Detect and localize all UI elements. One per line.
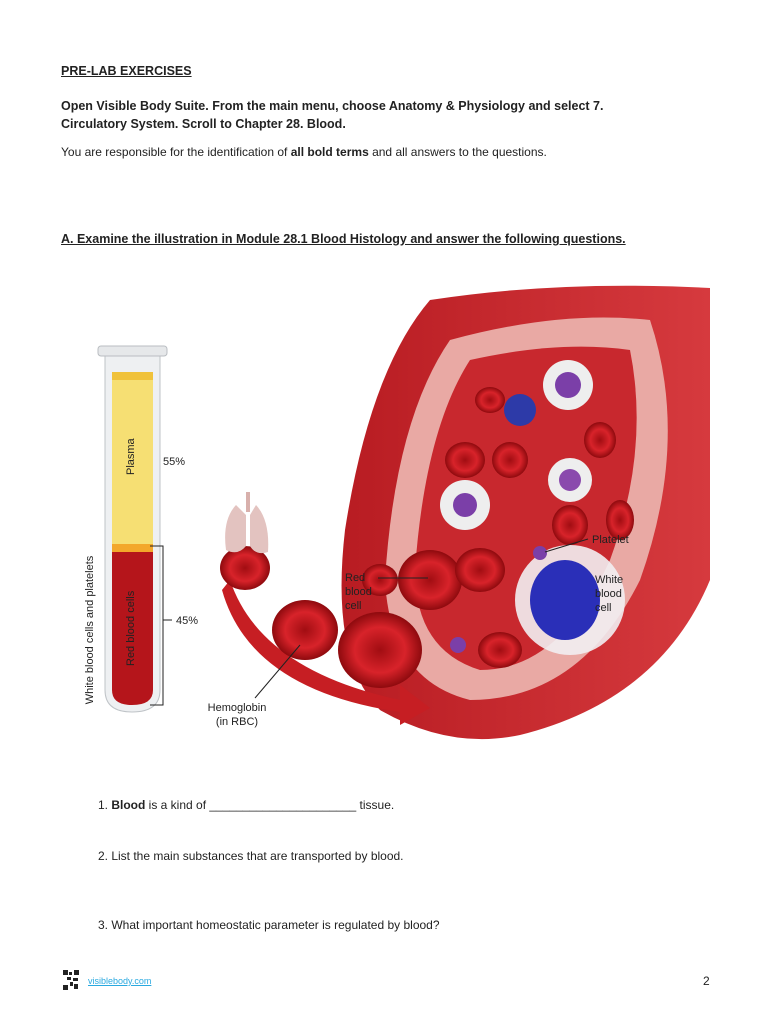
blood-vessel-image (220, 285, 710, 740)
label-red-blood-cells: Red blood cells (125, 590, 137, 666)
responsibility-note: You are responsible for the identificati… (61, 145, 547, 159)
visiblebody-link[interactable]: visiblebody.com (88, 976, 152, 986)
note-text-end: and all answers to the questions. (368, 145, 547, 159)
label-hemoglobin-2: (in RBC) (216, 716, 258, 728)
page-number: 2 (703, 974, 710, 988)
qr-code-icon (63, 970, 79, 990)
note-bold: all bold terms (290, 145, 369, 159)
intro-instructions: Open Visible Body Suite. From the main m… (61, 97, 603, 133)
label-rbc-percent: 45% (176, 615, 198, 627)
question-1: 1. Blood is a kind of __________________… (98, 798, 394, 812)
label-plasma: Plasma (125, 437, 137, 475)
q1-bold: Blood (111, 798, 146, 812)
page-heading: PRE-LAB EXERCISES (61, 64, 192, 78)
label-platelet: Platelet (592, 534, 629, 546)
question-3: 3. What important homeostatic parameter … (98, 918, 440, 932)
note-text: You are responsible for the identificati… (61, 145, 291, 159)
label-hemoglobin-1: Hemoglobin (208, 702, 267, 714)
q1-text: is a kind of ______________________ tiss… (145, 798, 395, 812)
section-a-heading: A. Examine the illustration in Module 28… (61, 232, 626, 246)
intro-line-1: Open Visible Body Suite. From the main m… (61, 99, 604, 113)
lungs-icon (225, 492, 269, 554)
intro-line-2: Circulatory System. Scroll to Chapter 28… (61, 117, 346, 131)
label-white-cell-2: blood (595, 588, 622, 600)
figure-labels: Plasma 55% White blood cells and platele… (84, 437, 629, 728)
label-red-cell-1: Red (345, 572, 365, 584)
label-wbc-platelets: White blood cells and platelets (84, 555, 96, 704)
label-white-cell-1: White (595, 574, 623, 586)
question-2: 2. List the main substances that are tra… (98, 849, 404, 863)
label-plasma-percent: 55% (163, 456, 185, 468)
test-tube (97, 345, 168, 713)
q1-num: 1. (98, 798, 112, 812)
label-white-cell-3: cell (595, 602, 612, 614)
label-red-cell-3: cell (345, 600, 362, 612)
label-red-cell-2: blood (345, 586, 372, 598)
blood-illustration: Plasma 55% White blood cells and platele… (84, 285, 710, 740)
